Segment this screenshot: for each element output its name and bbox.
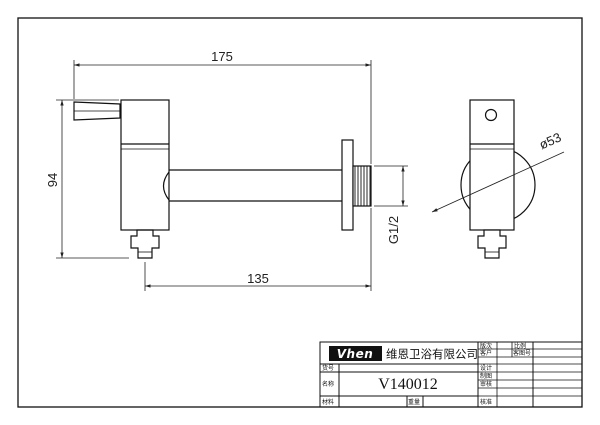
label-name: 名称 [322, 380, 334, 388]
drawing-border [17, 17, 583, 408]
dim-diameter: ø53 [537, 129, 564, 152]
label-design: 设计 [480, 364, 492, 372]
company-name: 维恩卫浴有限公司 [386, 347, 478, 361]
front-view [73, 99, 372, 259]
label-review: 审核 [480, 380, 492, 388]
model-number: V140012 [378, 376, 438, 393]
label-customer-part-no: 客图号 [513, 349, 531, 357]
wall-flange [341, 139, 354, 231]
valve-body [120, 99, 170, 231]
diameter-dimension [431, 151, 565, 213]
label-customer: 客户 [480, 349, 492, 357]
outlet-nozzle [130, 229, 160, 259]
dim-spout-length: 135 [247, 271, 269, 286]
vhen-logo: Vhen [337, 347, 374, 361]
handle-lever [73, 101, 121, 121]
label-version: 版次 [480, 342, 492, 350]
vhen-logo-box [329, 346, 382, 361]
label-drafting: 制图 [480, 372, 492, 380]
side-view [460, 99, 536, 259]
label-part-no: 货号 [322, 364, 334, 372]
label-approve: 核准 [480, 398, 492, 406]
label-weight: 重量 [408, 398, 420, 406]
outlet-nozzle-side [477, 229, 507, 259]
handle-hole [484, 108, 498, 122]
label-material: 材料 [322, 398, 334, 406]
dim-height: 94 [45, 173, 60, 187]
front-dimension-lines [56, 60, 408, 291]
title-block [319, 341, 583, 408]
valve-body-side [469, 99, 515, 231]
dim-overall-length: 175 [211, 49, 233, 64]
label-scale: 比例 [514, 342, 526, 350]
dim-thread: G1/2 [386, 216, 401, 244]
thread-connector [352, 165, 372, 207]
